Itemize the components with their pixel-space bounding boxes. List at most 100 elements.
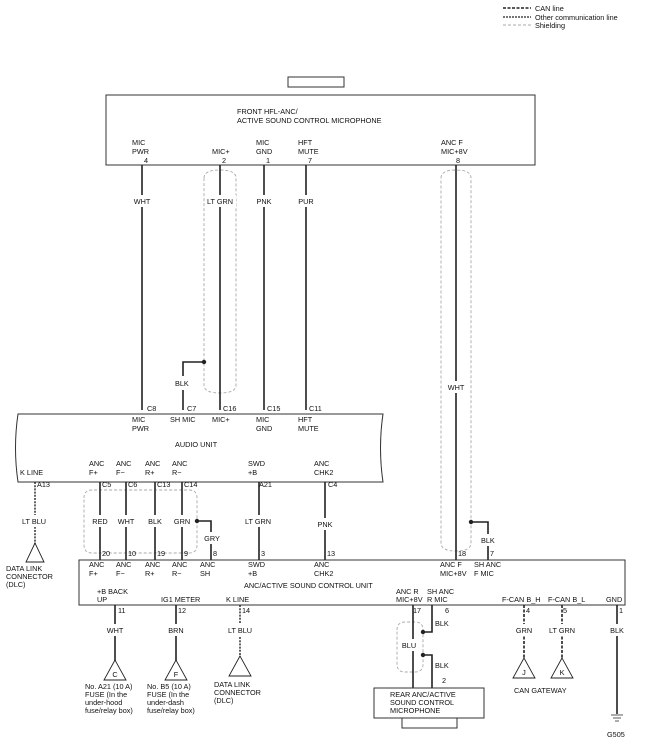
audio-unit-pin-label: PWR [132, 424, 149, 433]
dlc-right-line2: CONNECTOR [214, 688, 261, 697]
wire-sh-anc-f-mic [471, 521, 489, 534]
anc-unit-pin-label: F-CAN B_H [502, 595, 541, 604]
wire-label-bg [104, 624, 126, 636]
wire-color-lt-blu: LT BLU [228, 626, 252, 635]
anc-unit-pin-label: F MIC [474, 569, 494, 578]
splice-dot [420, 629, 426, 635]
anc-unit-pin-number: 12 [178, 606, 186, 615]
audio-unit-pin-number: C16 [223, 404, 236, 413]
legend-shielding: Shielding [535, 21, 565, 30]
fuse-f-symbol: F [174, 670, 179, 679]
anc-unit-pin-label: MIC+8V [440, 569, 467, 578]
wire-color-red: RED [92, 517, 107, 526]
anc-unit-pin-label: GND [606, 595, 622, 604]
dlc-left-line2: CONNECTOR [6, 572, 53, 581]
anc-unit-component: ANC/ACTIVE SOUND CONTROL UNIT 20 10 19 9… [78, 549, 626, 615]
rear-mic-line1: REAR ANC/ACTIVE [390, 690, 456, 699]
wire-color-wht: WHT [118, 517, 135, 526]
anc-unit-pin-number: 13 [327, 549, 335, 558]
can-gateway-j: J [522, 668, 526, 677]
audio-unit-pin-label: F+ [89, 468, 98, 477]
wire-label-bg [165, 624, 187, 636]
can-gateway-j-triangle-icon [512, 657, 536, 679]
audio-unit-pin-number: C13 [157, 480, 170, 489]
rear-mic-connector-tab [401, 717, 458, 729]
wire-label-bg [116, 515, 136, 527]
anc-unit-pin-label: SH ANC [427, 587, 454, 596]
fuse-f-line1: No. B5 (10 A) [147, 682, 191, 691]
audio-unit-pin-label: R+ [145, 468, 155, 477]
fuse-f-line2: FUSE (In the [147, 690, 189, 699]
anc-unit-box [78, 559, 626, 606]
wire-color-pnk: PNK [317, 520, 332, 529]
front-mic-title-line1: FRONT HFL-ANC/ [237, 107, 299, 116]
wire-sh-anc-r-mic [423, 605, 433, 633]
fuse-c-triangle-icon [103, 659, 127, 681]
wire-color-gry: GRY [204, 534, 220, 543]
anc-unit-pin-number: 4 [526, 606, 530, 615]
front-mic-pin-label: MIC+ [212, 147, 230, 156]
splice-dot [201, 359, 207, 365]
wire-color-wht: WHT [134, 197, 151, 206]
audio-unit-pin-label: MIC+ [212, 415, 230, 424]
anc-unit-pin-number: 3 [261, 549, 265, 558]
ground-symbol: G505 [607, 714, 625, 739]
lower-wires: WHT BRN LT BLU BLU BLK BLK 2 GRN LT GRN … [104, 605, 627, 714]
wire-color-pur: PUR [298, 197, 313, 206]
anc-unit-pin-label: +B BACK [97, 587, 128, 596]
anc-unit-pin-number: 8 [213, 549, 217, 558]
front-mic-title-line2: ACTIVE SOUND CONTROL MICROPHONE [237, 116, 382, 125]
ground-label: G505 [607, 730, 625, 739]
wire-label-bg [18, 515, 50, 527]
wire-label-bg [546, 624, 578, 636]
audio-unit-pin-number: C8 [147, 404, 156, 413]
audio-unit-pin-label: ANC [172, 459, 187, 468]
wire-color-blk: BLK [175, 379, 189, 388]
anc-unit-pin-label: ANC [314, 560, 329, 569]
dlc-left-line1: DATA LINK [6, 564, 42, 573]
can-gateway-k-triangle-icon [550, 657, 574, 679]
fuse-f-line4: fuse/relay box) [147, 706, 195, 715]
anc-unit-pin-label: SWD [248, 560, 265, 569]
audio-unit-pin-label: ANC [145, 459, 160, 468]
wire-label-bg [90, 515, 110, 527]
front-mic-pin-number: 1 [266, 156, 270, 165]
wire-color-blk-top: BLK [435, 619, 449, 628]
shield-mic-plus [203, 169, 237, 394]
audio-unit-pin-label: SH MIC [170, 415, 196, 424]
wire-label-bg [443, 381, 469, 393]
anc-unit-pin-label: ANC [145, 560, 160, 569]
wire-color-lt-grn: LT GRN [549, 626, 575, 635]
dlc-right-line3: (DLC) [214, 696, 233, 705]
dlc-left: DATA LINK CONNECTOR (DLC) [6, 541, 53, 589]
anc-unit-pin-number: 20 [102, 549, 110, 558]
shield-anc-f-mic [440, 169, 472, 552]
audio-unit-pin-number: C5 [102, 480, 111, 489]
wire-color-blu: BLU [402, 641, 416, 650]
audio-unit-pin-number: C7 [187, 404, 196, 413]
wire-color-blk-right: BLK [481, 536, 495, 545]
wire-label-bg [202, 532, 221, 544]
wire-rear-mic-shield [423, 654, 433, 688]
splice-dot [194, 518, 200, 524]
can-gateway-label: CAN GATEWAY [514, 686, 567, 695]
front-mic-component: FRONT HFL-ANC/ ACTIVE SOUND CONTROL MICR… [105, 76, 536, 166]
anc-unit-pin-number: 19 [157, 549, 165, 558]
anc-unit-pin-label: MIC+8V [396, 595, 423, 604]
mid-wires: LT BLU RED WHT BLK GRN GRY LT GRN PNK BL… [18, 482, 495, 560]
anc-unit-pin-label: F-CAN B_L [548, 595, 585, 604]
wire-label-bg [607, 624, 627, 636]
wire-label-bg [172, 515, 192, 527]
audio-unit-pin-label: ANC [89, 459, 104, 468]
anc-unit-pin-label: ANC [200, 560, 215, 569]
audio-unit-pin-number: C15 [267, 404, 280, 413]
anc-unit-pin-label: UP [97, 595, 107, 604]
wire-label-bg [205, 195, 236, 207]
wire-label-bg [398, 639, 420, 651]
legend-can-line: CAN line [535, 4, 564, 13]
anc-unit-pin-label: IG1 METER [161, 595, 200, 604]
front-mic-box [105, 94, 536, 166]
wire-color-wht: WHT [107, 626, 124, 635]
rear-mic-pin-2: 2 [442, 676, 446, 685]
audio-unit-pin-number: C4 [328, 480, 337, 489]
